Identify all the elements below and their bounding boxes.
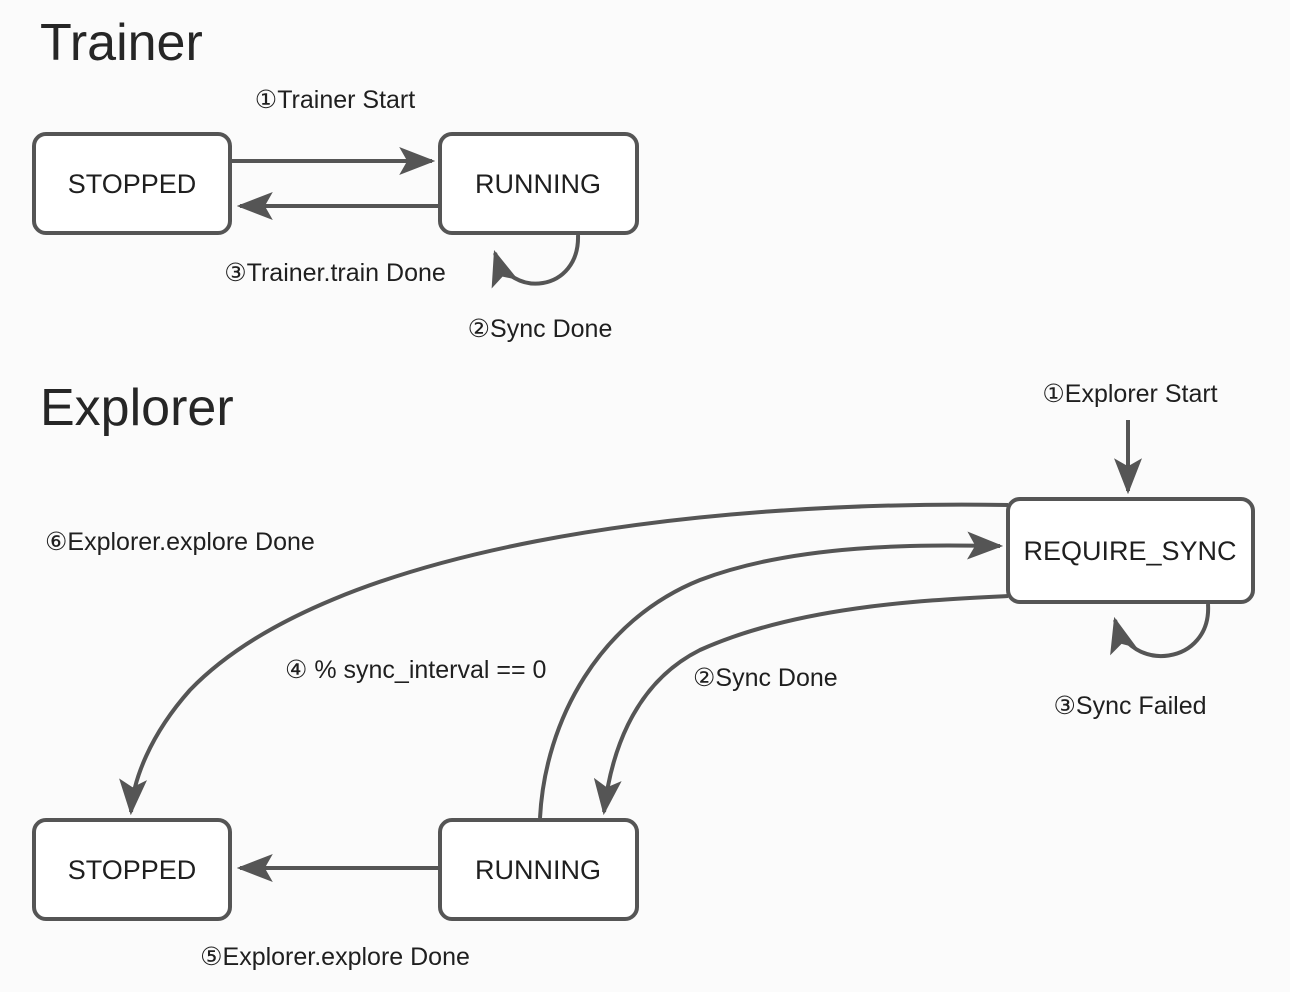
state-label-trainer-running: RUNNING — [475, 169, 601, 199]
state-node-trainer-running[interactable]: RUNNING — [438, 132, 639, 235]
explorer-section-title: Explorer — [40, 379, 234, 437]
state-label-trainer-stopped: STOPPED — [68, 169, 197, 199]
trainer-section-title: Trainer — [40, 14, 203, 72]
state-box-explorer-require-sync — [1006, 497, 1255, 604]
edge-label-trainer-sync-done: ②Sync Done — [468, 315, 613, 343]
state-box-trainer-stopped — [32, 132, 232, 235]
state-node-explorer-stopped[interactable]: STOPPED — [32, 818, 232, 921]
edge-label-explorer-sync-interval: ④ % sync_interval == 0 — [285, 656, 546, 684]
edge-label-explorer-sync-failed: ③Sync Failed — [1053, 692, 1206, 720]
edge-label-explorer-explore-done-from-require-sync: ⑥Explorer.explore Done — [45, 528, 315, 556]
edge-label-explorer-start: ①Explorer Start — [1042, 380, 1217, 408]
edge-label-explorer-explore-done: ⑤Explorer.explore Done — [200, 943, 470, 971]
state-label-explorer-stopped: STOPPED — [68, 855, 197, 885]
state-node-explorer-running[interactable]: RUNNING — [438, 818, 639, 921]
state-label-explorer-require-sync: REQUIRE_SYNC — [1023, 536, 1236, 566]
edge-explorer-sync-failed — [1110, 603, 1211, 658]
edge-explorer-explore-done-from-require-sync — [119, 502, 1009, 816]
edge-label-trainer-train-done: ③Trainer.train Done — [224, 259, 446, 287]
state-box-trainer-running — [438, 132, 639, 235]
state-label-explorer-running: RUNNING — [475, 855, 601, 885]
state-node-explorer-require-sync[interactable]: REQUIRE_SYNC — [1006, 497, 1255, 604]
edge-trainer-sync-done — [491, 234, 581, 289]
edge-explorer-sync-done — [593, 594, 1009, 816]
edge-label-explorer-sync-done: ②Sync Done — [693, 664, 838, 692]
edge-explorer-sync-interval — [538, 531, 1004, 819]
edge-label-trainer-start: ①Trainer Start — [255, 86, 415, 114]
state-box-explorer-stopped — [32, 818, 232, 921]
state-node-trainer-stopped[interactable]: STOPPED — [32, 132, 232, 235]
state-box-explorer-running — [438, 818, 639, 921]
